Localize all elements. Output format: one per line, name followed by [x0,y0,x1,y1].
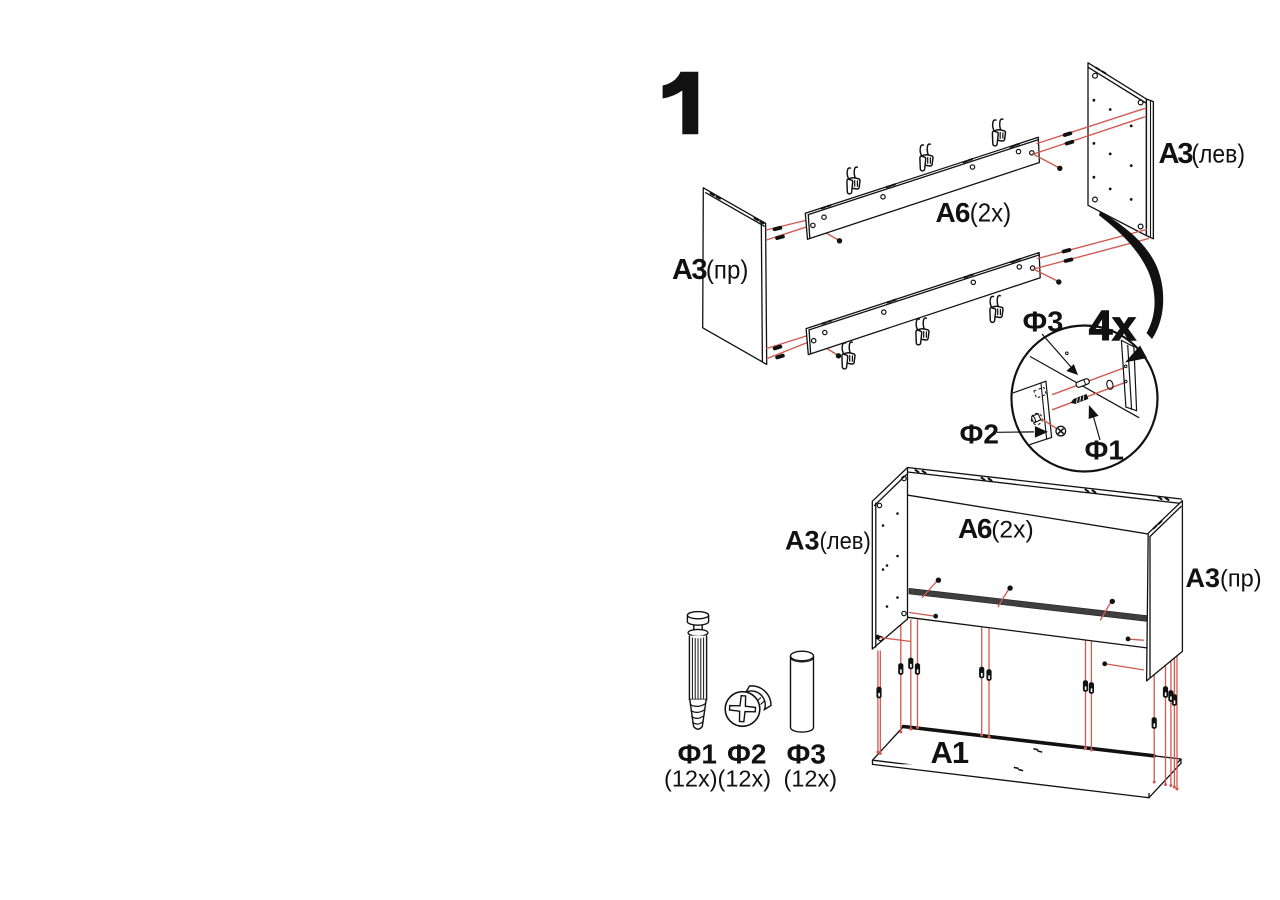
svg-text:Ф3: Ф3 [1023,307,1064,339]
svg-text:A1: A1 [931,735,969,770]
svg-text:(12x): (12x) [784,766,838,792]
svg-text:Ф3: Ф3 [787,739,826,770]
svg-text:A6(2x): A6(2x) [936,197,1012,228]
svg-text:Ф1: Ф1 [678,739,717,770]
svg-text:(12x): (12x) [664,766,718,792]
svg-text:A6(2x): A6(2x) [958,513,1034,544]
svg-text:(12x): (12x) [718,766,772,792]
svg-text:A3(лев): A3(лев) [1159,138,1246,170]
svg-text:Ф2: Ф2 [960,419,999,450]
svg-text:Ф2: Ф2 [727,739,766,770]
svg-text:A3(лев): A3(лев) [785,526,871,556]
svg-text:Ф1: Ф1 [1085,435,1124,466]
svg-text:A3(пр): A3(пр) [672,254,748,286]
svg-text:4x: 4x [1089,302,1136,349]
svg-text:A3(пр): A3(пр) [1186,563,1262,593]
